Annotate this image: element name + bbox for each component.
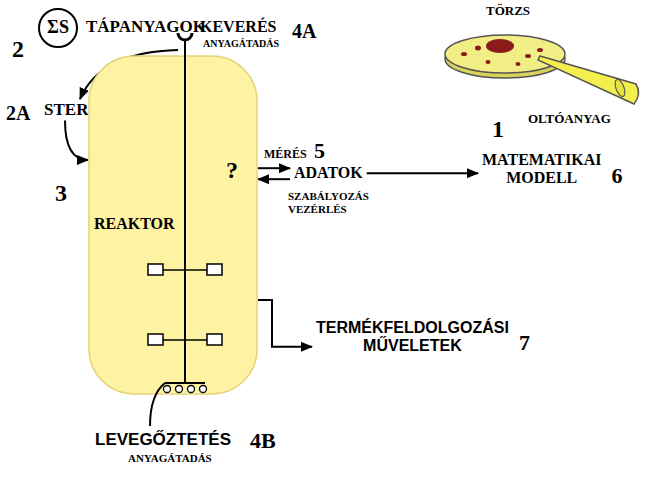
node-heading: TÁPANYAGOK [86,17,206,37]
impeller-arm [163,339,207,341]
air-line [150,383,165,426]
sub-label: ANYAGÁTADÁS [203,38,279,50]
inoculum-label: OLTÓANYAG [528,112,611,127]
callout-number: 3 [55,180,67,208]
question-mark: ? [226,157,238,185]
impeller-blade [207,264,222,275]
colony [486,39,514,53]
colony [486,60,491,64]
strain-label: TÖRZS [486,4,530,19]
node-text: MATEMATIKAI MODELL [482,151,601,188]
pipette-ring [613,78,627,98]
flow-arrow [367,172,478,174]
stirrer-motor [178,33,192,40]
flow-arrow [258,300,312,347]
impeller-blade [207,334,222,345]
sparger-hole [200,386,207,393]
impeller-blade [148,334,163,345]
data-node: ADATOK [290,163,367,183]
sparger-hole [164,386,171,393]
colony [475,46,481,51]
colony [537,48,543,52]
reactor-node: REAKTOR? [88,55,258,395]
downstream-node: TERMÉKFELDOLGOZÁSI MŰVELETEK [312,318,513,357]
reactor-vessel [89,56,257,394]
flow-arrow [65,121,88,160]
sparger-hole [176,386,183,393]
aeration-label: LEVEGŐZTETÉS [95,430,231,450]
node-text: TERMÉKFELDOLGOZÁSI MŰVELETEK [316,319,509,356]
node-text: ADATOK [294,164,363,182]
edge-label: MÉRÉS [264,148,307,162]
callout-number: 1 [492,116,504,144]
colony [461,52,467,56]
sparger-pipe [165,382,205,384]
colony [516,62,521,66]
impeller-blade [148,264,163,275]
flow-arrow [258,167,290,169]
callout-number: 2 [12,36,24,64]
petri-dish [445,35,565,73]
sub-label: ANYAGÁTADÁS [128,452,212,465]
edge-label: SZABÁLYOZÁS VEZÉRLÉS [288,190,369,215]
nutrient-node: ΣS TÁPANYAGOK [38,6,223,50]
callout-number: 2A [6,102,30,125]
process-label: KEVERÉS [200,18,276,36]
impeller-arm [163,269,207,271]
inoculum-pipette [538,56,639,104]
callout-number: 4A [292,20,316,43]
reactor-label: REAKTOR [94,215,175,233]
callout-number: 7 [519,330,530,355]
flow-arrow [258,178,290,180]
colony [525,54,531,58]
nutrient-circle [39,9,77,47]
stirrer-shaft [184,40,186,383]
nutrient-symbol: ΣS [38,17,78,38]
sparger-hole [188,386,195,393]
callout-number: 6 [611,163,622,188]
model-node: MATEMATIKAI MODELL [478,150,605,189]
callout-number: 5 [314,138,325,163]
callout-number: 4B [250,428,276,453]
petri-node: TÖRZS [440,4,580,84]
